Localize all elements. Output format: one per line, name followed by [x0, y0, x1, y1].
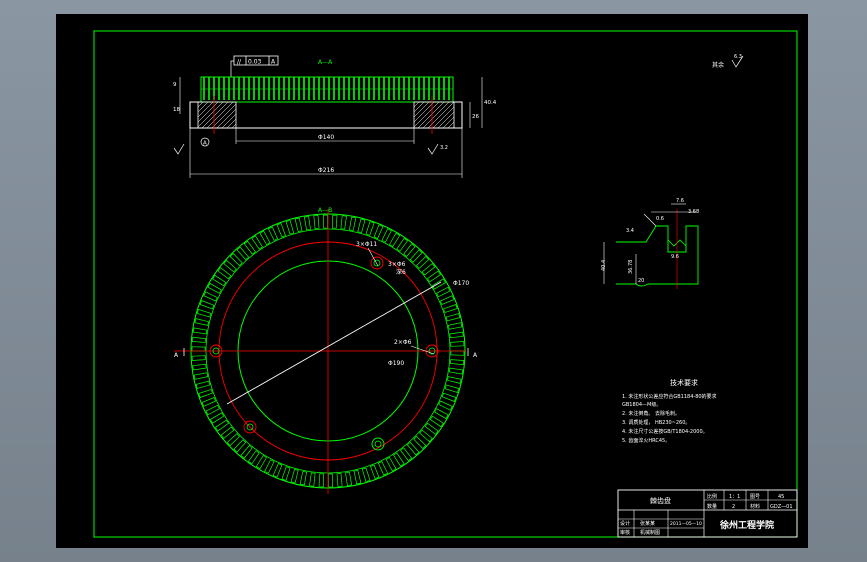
- drawing-no-value: GDZ—01: [770, 504, 793, 510]
- hatch-right: [413, 101, 455, 129]
- section-teeth: [201, 77, 453, 100]
- dim-right-b: 40.4: [484, 100, 497, 106]
- hole-note-2: 3×Φ6: [388, 261, 406, 268]
- plan-view-label: A—B: [318, 207, 332, 214]
- check-value: 机械制图: [640, 529, 660, 536]
- dim-inner-diameter: Φ140: [318, 134, 334, 141]
- tooth-dim-f: 3.4: [626, 228, 634, 234]
- cut-label-left: A: [174, 352, 179, 359]
- dim-inner-2: Φ190: [388, 360, 404, 367]
- tooth-dim-g: 20: [638, 278, 644, 284]
- material-label: 材料: [750, 503, 760, 510]
- corner-roughness-value: 6.3: [734, 54, 742, 60]
- sheet-border: [93, 30, 798, 538]
- tolerance-frame: // 0.03 A: [230, 55, 279, 77]
- section-label: A—A: [318, 59, 333, 66]
- tech-item-1: 1. 未注形状公差应符合GB1184-80的要求: [622, 393, 717, 400]
- date-value: 2011—05—10: [670, 521, 702, 527]
- mounting-holes: [209, 256, 439, 451]
- hole-note-1: 3×Φ11: [356, 241, 377, 248]
- corner-note: 其余 6.3: [712, 54, 744, 69]
- cad-drawing: // 0.03 A A—A Φ140 Φ216: [93, 30, 798, 538]
- drawing-sheet: // 0.03 A A—A Φ140 Φ216: [56, 14, 808, 548]
- ratio-label: 比例: [707, 493, 717, 500]
- tech-requirements: 技术要求 1. 未注形状公差应符合GB1184-80的要求 GB1804—M级。…: [622, 378, 717, 444]
- hole-note-3: 深6: [396, 268, 406, 276]
- dim-pitch-circle: Φ170: [453, 280, 469, 287]
- tech-item-4: 3. 调质处理， HB230~260。: [622, 419, 690, 426]
- plan-teeth: [191, 214, 465, 488]
- tech-item-5: 4. 未注尺寸公差按GB/T1804-2000。: [622, 428, 708, 435]
- dim-left-mid: 18: [173, 107, 180, 113]
- qty-value: 2: [732, 504, 735, 510]
- tech-item-6: 5. 齿面淬火HRC45。: [622, 437, 670, 444]
- tooth-profile: [616, 225, 699, 287]
- plan-view: A—B 3×Φ11 3×Φ6 深6 Φ170 2×Φ6 Φ190 A A: [174, 207, 478, 494]
- designer-label: 设计: [620, 520, 630, 527]
- tolerance-datum: A: [271, 59, 276, 66]
- material-value: 45: [778, 494, 784, 500]
- part-name: 棘齿盘: [650, 496, 671, 505]
- tooth-dim-d: 40.4: [601, 260, 607, 271]
- roughness-value: 3.2: [440, 145, 448, 151]
- tolerance-symbol: //: [237, 59, 242, 66]
- tooth-dim-e: 36.78: [628, 260, 634, 274]
- corner-roughness-mark: [731, 55, 744, 68]
- diameter-leader: [226, 281, 442, 405]
- title-block: 棘齿盘 比例 1：1 图号 45 数量 2 材料 GDZ—01 设计 张某某 2…: [617, 489, 798, 538]
- tooth-dim-a: 7.6: [676, 198, 684, 204]
- tech-requirements-title: 技术要求: [670, 378, 698, 387]
- cut-label-right: A: [473, 352, 478, 359]
- section-tooth-band: [200, 76, 454, 103]
- dim-outer-diameter: Φ216: [318, 167, 334, 174]
- dim-right-a: 26: [472, 114, 479, 120]
- roughness-mark-left: [173, 143, 185, 155]
- tolerance-value: 0.03: [248, 59, 262, 66]
- qty-label: 数量: [707, 503, 717, 510]
- roughness-mark-right: [427, 143, 439, 155]
- tech-item-3: 2. 未注倒角。 去除毛刺。: [622, 410, 680, 417]
- tooth-dim-b: 3.68: [688, 209, 699, 215]
- ratio-value: 1：1: [729, 494, 740, 500]
- tech-item-2: GB1804—M级。: [622, 401, 661, 408]
- designer-value: 张某某: [640, 520, 655, 527]
- tooth-detail: 7.6 3.68 9.6 40.4 36.78 3.4 20 0.6: [601, 198, 699, 289]
- section-view: // 0.03 A A—A Φ140 Φ216: [173, 55, 497, 178]
- dim-inner-1: 2×Φ6: [394, 339, 412, 346]
- corner-note-text: 其余: [712, 61, 724, 69]
- dim-left-top: 9: [173, 82, 177, 88]
- tooth-dim-h: 0.6: [656, 216, 664, 222]
- hatch-left: [197, 101, 237, 129]
- tooth-dim-c: 9.6: [671, 254, 679, 260]
- datum-label: A: [203, 141, 207, 147]
- school-name: 徐州工程学院: [719, 519, 774, 531]
- datum-symbol: [200, 137, 210, 147]
- check-label: 审核: [620, 529, 630, 536]
- drawing-no-label: 图号: [750, 494, 760, 500]
